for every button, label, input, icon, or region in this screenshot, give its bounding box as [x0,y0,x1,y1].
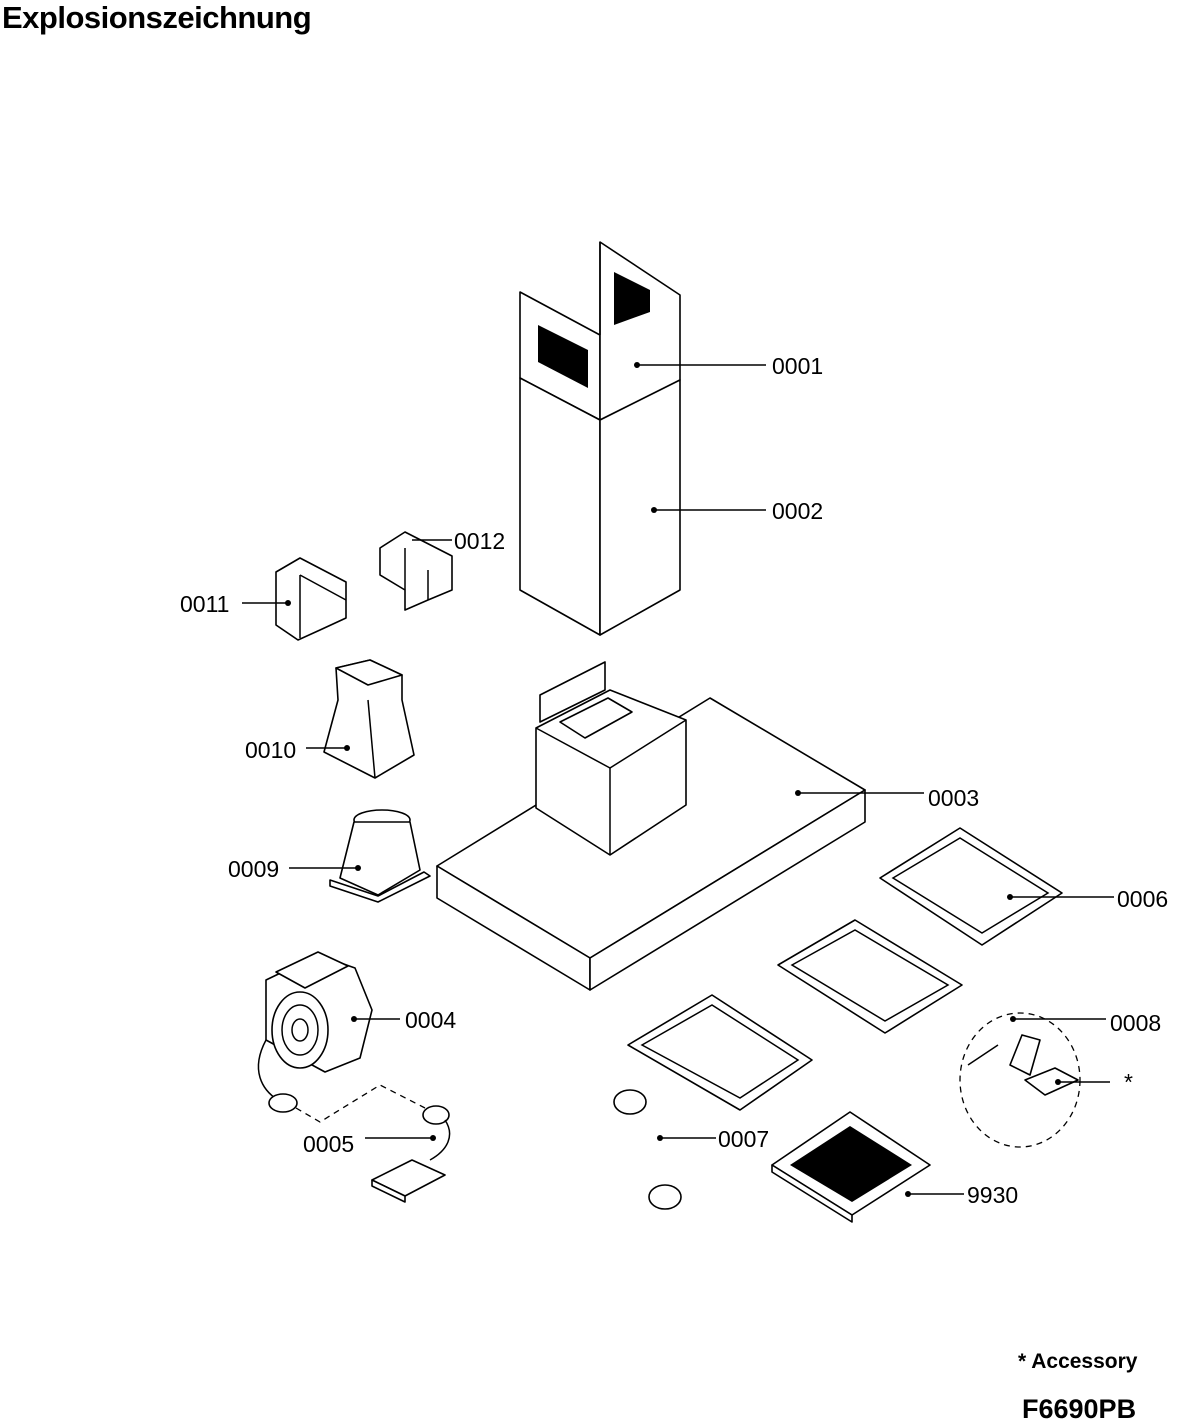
part-0001-upper-chimney [519,241,681,421]
part-0008-mounting-kit [959,1012,1081,1148]
part-0007-caps [613,1089,682,1210]
part-0003-hood-body [436,661,866,991]
model-code: F6690PB [1022,1394,1137,1424]
leader-lines [242,362,1114,1197]
accessory-note: * Accessory [1018,1350,1138,1373]
page-title: Explosionszeichnung [2,0,312,35]
part-label-0001: 0001 [772,353,823,379]
vent-grille-icon [538,272,650,388]
part-label-0005: 0005 [303,1131,354,1157]
part-0006-grease-filter [879,827,1063,946]
part-9930-carbon-filter [771,1111,931,1223]
part-label-9930: 9930 [967,1182,1018,1208]
part-label-0010: 0010 [245,737,296,763]
part-label-0009: 0009 [228,856,279,882]
part-0010-reducer [323,659,415,779]
part-label-0003: 0003 [928,785,979,811]
part-0004-motor [265,951,373,1073]
part-0002-lower-chimney [519,377,681,636]
part-0011-bracket [275,557,347,641]
part-label-0007: 0007 [718,1126,769,1152]
accessory-marker: * [1124,1069,1133,1095]
grease-filter-3 [627,994,813,1111]
part-0012-bracket [379,531,453,611]
part-label-0004: 0004 [405,1007,456,1033]
part-label-0012: 0012 [454,528,505,554]
part-0009-adapter [329,809,431,903]
grease-filter-2 [777,919,963,1034]
part-label-0008: 0008 [1110,1010,1161,1036]
part-label-0006: 0006 [1117,886,1168,912]
part-0005-wiring-switch [257,1039,451,1203]
part-label-0011: 0011 [180,591,229,617]
part-label-0002: 0002 [772,498,823,524]
